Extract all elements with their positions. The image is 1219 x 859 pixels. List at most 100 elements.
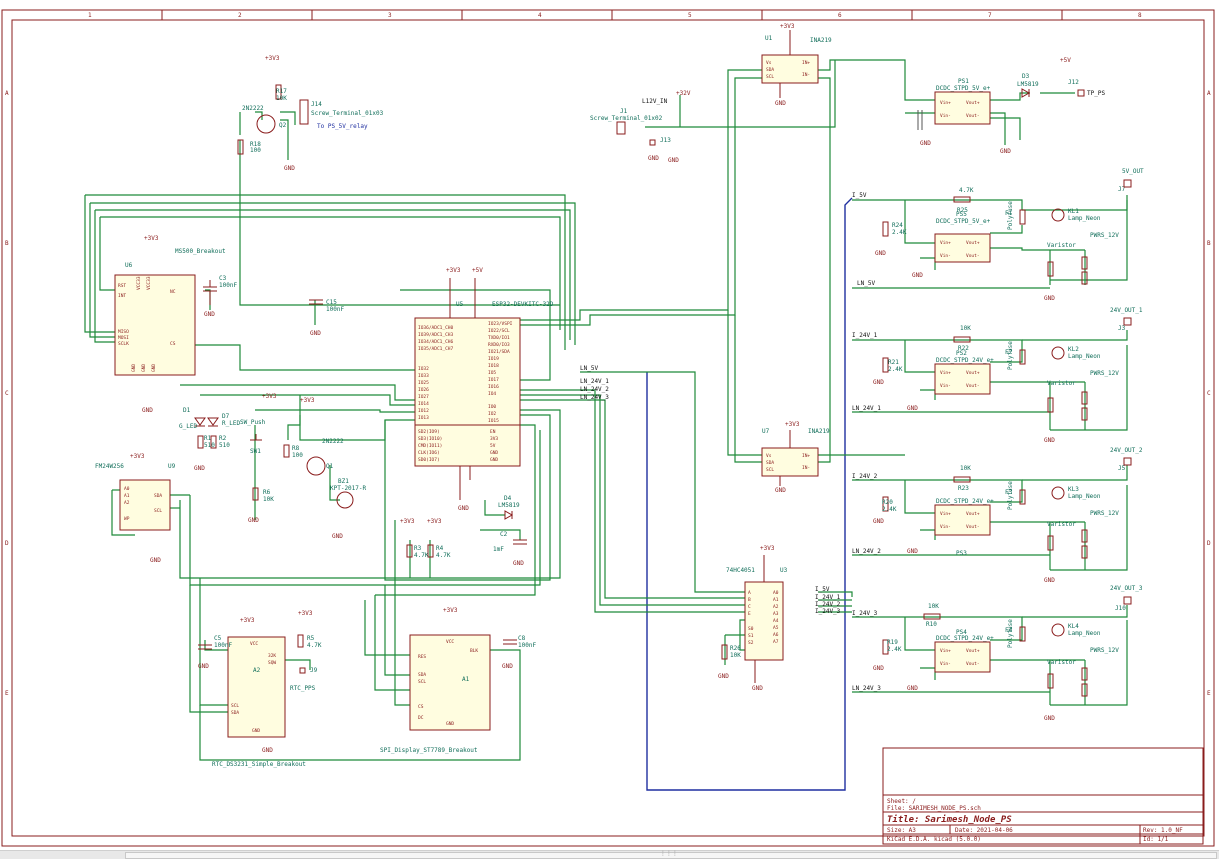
col-mark-3: 3	[388, 12, 392, 19]
j7-value: 5V_OUT	[1122, 168, 1144, 175]
u5-pin-l10: IO12	[418, 408, 429, 414]
analog-bus	[646, 197, 853, 791]
u5-pin-r1: IO22/SCL	[488, 328, 510, 334]
kl4-value: Lamp_Neon	[1068, 630, 1101, 637]
row-marks: A B C D E A B C D E	[5, 90, 1211, 697]
r19-value: 2.4K	[887, 646, 902, 653]
r17-value: 10K	[276, 95, 287, 102]
ps2-pin-voutp: Vout+	[966, 370, 980, 376]
ps1-pin-voutm: Vout-	[966, 113, 980, 119]
r3-ref: R3	[414, 545, 422, 552]
net-i24v1-mux: I_24V_1	[815, 594, 841, 601]
gnd-u9: GND	[150, 557, 161, 564]
gnd-q2: GND	[284, 165, 295, 172]
ps1-pin-voutp: Vout+	[966, 100, 980, 106]
r22-ref: R22	[958, 345, 969, 352]
u1-value: INA219	[810, 37, 832, 44]
u3-pin-a: A	[748, 590, 751, 596]
a2-pin-sqw: SQW	[268, 660, 276, 666]
u5-pin-r6: IO18	[488, 363, 499, 369]
a2-pin-vcc: VCC	[250, 641, 258, 647]
gnd-u1: GND	[775, 100, 786, 107]
net-l24v1-bus: LN_24V_1	[852, 405, 881, 412]
u5-pin-r4: IO21/SDA	[488, 349, 510, 355]
ps4-pin-voutm: Vout-	[966, 661, 980, 667]
u9-value: FM24W256	[95, 463, 124, 470]
kl1-ref: KL1	[1068, 208, 1079, 215]
power-3v3-r5: +3V3	[298, 610, 313, 617]
ps5-ref: PS5	[956, 211, 967, 218]
r8-ref: R8	[292, 445, 300, 452]
r23-ref: R23	[958, 485, 969, 492]
q1-value: 2N2222	[322, 438, 344, 445]
u1-pin-vs: Vs	[766, 60, 772, 66]
u9-pin-a2: A2	[124, 500, 130, 506]
f3-value: Polyfuse	[1007, 481, 1014, 510]
varistor-1: Varistor	[1047, 242, 1076, 249]
power-3v3-r4: +3V3	[427, 518, 442, 525]
a1-ref: A1	[462, 676, 470, 683]
r2-value: 510	[219, 442, 230, 449]
c8-ref: C8	[518, 635, 526, 642]
power-3v3-r3: +3V3	[400, 518, 415, 525]
a1-pin-res: RES	[418, 654, 426, 660]
u7-pin-sda: SDA	[766, 460, 774, 466]
u5-pin-r12: IO2	[488, 411, 496, 417]
u5-pin-r13: IO15	[488, 418, 499, 424]
varistor-3: Varistor	[1047, 521, 1076, 528]
r1-value: 510	[204, 442, 215, 449]
u6-pin-gnd-c: GND	[151, 364, 157, 372]
r17-ref: R17	[276, 88, 287, 95]
net-tp-ps: TP_PS	[1087, 90, 1105, 97]
net-i5v-bus: I_5V	[852, 192, 867, 199]
ps1-pin-vinp: Vin+	[940, 100, 951, 106]
u3-pin-s2: S2	[748, 640, 754, 646]
c3-capacitor: C3 100nF	[203, 275, 237, 305]
ps2-value: DCDC_STPD_24V_e+	[936, 357, 994, 364]
u7-pin-scl: SCL	[766, 467, 774, 473]
r20-ref: R20	[882, 499, 893, 506]
title-block: Sheet: / File: SARIMESH_NODE_PS.sch Titl…	[882, 747, 1204, 845]
tb-rev: Rev: 1.0_NF	[1143, 827, 1183, 834]
gnd-c2: GND	[513, 560, 524, 567]
gnd-r6: GND	[248, 517, 259, 524]
q2-value: 2N2222	[242, 105, 264, 112]
r1-ref: R1	[204, 435, 212, 442]
r24-value: 2.4K	[892, 229, 907, 236]
power-3v3-q1: +3V3	[300, 397, 315, 404]
u5-pin-l2: IO34/ADC1_CH6	[418, 339, 454, 345]
q1-buzzer-driver: 2N2222 Q1 R8 100 BZ1 KPT-2017-R	[283, 438, 367, 509]
pwrs-2: PWRS_12V	[1090, 370, 1119, 377]
d4-ref: D4	[504, 495, 512, 502]
a2-rtc-ds3231: A2 RTC_DS3231_Simple_Breakout 32K SQW SC…	[198, 634, 322, 768]
ps3-value: DCDC_STPD_24V_e+	[936, 498, 994, 505]
j3-ref: J3	[1118, 325, 1126, 332]
a1-pin-sda: SDA	[418, 672, 426, 678]
r10-value: 10K	[928, 603, 939, 610]
tb-tool: KiCad E.D.A. kicad (5.0.0)	[887, 836, 981, 843]
d1-ref: D1	[183, 407, 191, 414]
i2c-pullups: R3 4.7K R4 4.7K	[406, 544, 451, 559]
u5-pin-r8: IO17	[488, 377, 499, 383]
kl3-value: Lamp_Neon	[1068, 493, 1101, 500]
u3-pin-a1: A1	[773, 597, 779, 603]
power-flags: +3V3 +3V3 +3V3 +5V +3V3 +3V3 +3V3 +3V3 +…	[130, 23, 1071, 624]
a2-value: RTC_DS3231_Simple_Breakout	[212, 761, 306, 768]
varistor-4: Varistor	[1047, 659, 1076, 666]
j10-ref: J10	[1115, 605, 1126, 612]
u5-pin-l0: IO36/ADC1_CH0	[418, 325, 454, 331]
c3-value: 100nF	[219, 282, 237, 289]
ps1-ref: PS1	[958, 78, 969, 85]
u3-value: 74HC4051	[726, 567, 755, 574]
col-mark-5: 5	[688, 12, 692, 19]
net-l24v2-esp: LN_24V_2	[580, 386, 609, 393]
u3-pin-b: B	[748, 597, 751, 603]
row-mark-a-right: A	[1207, 90, 1211, 97]
j13-ref: J13	[660, 137, 671, 144]
row-mark-d-right: D	[1207, 540, 1211, 547]
u5-value: ESP32-DEVKITC-32D	[492, 301, 554, 308]
ground-flags: GND GND GND GND GND GND GND GND GND GND …	[142, 100, 1055, 754]
u5-pin-r9: IO16	[488, 384, 499, 390]
ps2-pin-vinm: Vin-	[940, 383, 951, 389]
